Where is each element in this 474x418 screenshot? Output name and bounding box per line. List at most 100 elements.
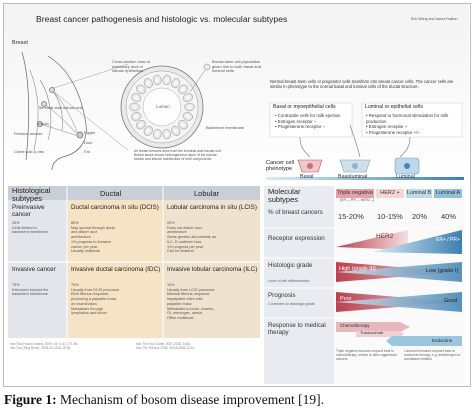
- zoom-connector: [53, 63, 129, 151]
- er-pr-label: ER+ / PR+: [436, 237, 460, 243]
- row-label-prognosis: Prognosis: [268, 292, 296, 299]
- phenotype-cells: [297, 157, 420, 175]
- duct-epithelial-cell: [143, 125, 153, 136]
- basal-line-1: • Contractile cells for milk ejection: [275, 113, 341, 118]
- duct-label: Duct: [84, 140, 93, 145]
- duct-epithelial-cell: [162, 128, 172, 140]
- histology-header-bg: [8, 186, 260, 200]
- duct-epithelial-cell: [171, 125, 181, 136]
- phenotype-basoluminal: Basoluminal: [338, 174, 368, 180]
- duct-epithelial-cell: [171, 78, 181, 89]
- pectoral-muscle-label: Pectoral muscle: [14, 131, 43, 136]
- lobular-col-bg: [163, 200, 260, 338]
- lobular-column-header: Lobular: [194, 189, 220, 198]
- invasive-label: Invasive cancer: [12, 266, 56, 273]
- phenotype-luminal: Luminal: [396, 174, 415, 180]
- duct-epithelial-cell: [182, 112, 193, 121]
- row-note-grade: Level of cell differentiation: [268, 279, 310, 283]
- grade-high-label: High (grade III): [339, 266, 376, 272]
- er-pr-wedge: [372, 230, 462, 254]
- nipple-label: Nipple: [84, 130, 96, 135]
- row-label-receptor: Receptor expression: [268, 235, 325, 242]
- lcis-title: Lobular carcinoma in situ (LCIS): [167, 204, 257, 211]
- histology-label-col-bg: [8, 200, 67, 338]
- duct-epithelial-cell: [131, 93, 142, 102]
- triple-negative-sub: (ER –, PR –, HER2 –): [340, 198, 375, 202]
- duct-epithelial-cell: [152, 128, 162, 140]
- prognosis-good-wedge: [336, 292, 462, 312]
- pct-her2: 10-15%: [377, 212, 403, 221]
- row-label-percent: % of breast cancers: [268, 209, 323, 216]
- grade-low-wedge: [336, 262, 462, 282]
- luminal-line-3: • Progesterone receptor +/–: [366, 129, 420, 135]
- cross-section-note: Cross-section view of mammary duct or lo…: [112, 59, 151, 74]
- duct-epithelial-cell: [184, 102, 195, 112]
- chest-wall-label: Chest wall & ribs: [14, 149, 44, 154]
- therapy-endocrine: Endocrine: [432, 338, 453, 343]
- duct-epithelial-cell: [136, 120, 146, 130]
- dcis-details: 80% May spread through ducts and distort…: [71, 221, 115, 254]
- luminal-box-bg: [361, 102, 463, 138]
- ductal-column-header: Ductal: [100, 189, 122, 198]
- duct-epithelial-cell: [129, 102, 140, 112]
- figure-caption: Figure 1: Mechanism of bosom disease imp…: [4, 392, 324, 408]
- breast-label: Breast: [12, 40, 28, 46]
- duct-epithelial-cell: [162, 74, 172, 86]
- duct-epithelial-cell: [136, 84, 146, 94]
- basal-box-lines: • Contractile cells for milk ejection • …: [275, 113, 355, 130]
- her2-label: HER2: [376, 233, 394, 240]
- duct-epithelial-cell: [152, 74, 162, 86]
- preinvasive-label: Preinvasive cancer: [12, 204, 45, 218]
- luminal-line-1: • Respond to hormonal stimulation for mi…: [366, 113, 449, 124]
- idc-title: Invasive ductal carcinoma (IDC): [71, 266, 161, 273]
- stem-cell-transform-note: Normal breast stem cells or progenitor c…: [270, 79, 454, 89]
- endocrine-bar: [386, 336, 462, 346]
- her2-wedge: [336, 230, 408, 250]
- ilc-details: 15% Usually from LCIS precursor Minimal …: [167, 283, 215, 321]
- molecular-footnote-left: Triple negative tumours respond best to …: [336, 349, 397, 361]
- idc-details: 75% Usually from DCIS precursor Elicit f…: [71, 283, 120, 316]
- terminal-duct-label: Terminal duct lobular unit: [38, 105, 83, 110]
- subtype-tab-her2: HER2 +: [376, 189, 404, 198]
- duct-epithelial-cell: [143, 78, 153, 89]
- row-label-therapy: Response to medical therapy: [268, 322, 326, 336]
- subtype-tab-luminal-a: Luminal A: [434, 189, 462, 198]
- phenotype-strip: [266, 177, 464, 180]
- cell-phenotype-label: Cancer cell phenotype: [266, 160, 294, 173]
- duct-epithelial-cell: [178, 84, 188, 94]
- ilc-title: Invasive lobular carcinoma (ILC): [167, 266, 258, 273]
- luminal-box-lines: • Respond to hormonal stimulation for mi…: [366, 113, 462, 135]
- molecular-label-col-bg: [264, 186, 334, 384]
- histology-header: Histological subtypes: [12, 186, 51, 204]
- caption-label: Figure 1:: [4, 392, 57, 407]
- histology-footnotes-left: Van Tina Foston-Vanna, 2009; 15; 4 (1): …: [10, 342, 79, 350]
- preinvasive-details: 25% Cells limited to basement membrane: [12, 221, 48, 235]
- histology-footnotes-right: Van The Fish Guest, 2007-2038; 15(4). Va…: [136, 342, 195, 350]
- basal-box-title: Basal or myoepithelial cells: [273, 104, 336, 110]
- row-note-prognosis: Correlates to histologic grade: [268, 302, 315, 306]
- basement-membrane-label: Basement membrane: [206, 125, 245, 130]
- lumen-label: Lumen: [156, 104, 170, 109]
- pct-triple-negative: 15-20%: [338, 212, 364, 221]
- basal-line-2: • Estrogen receptor –: [275, 118, 317, 124]
- row-label-grade: Histologic grade: [268, 262, 313, 269]
- trastuzumab-bar: [356, 331, 404, 337]
- invasive-details: 75% Extension beyond the basement membra…: [12, 283, 49, 297]
- duct-cross-section: [120, 65, 204, 149]
- duct-epithelial-cell: [182, 93, 193, 102]
- duct-epithelial-cell: [178, 120, 188, 130]
- molecular-header: Molecular subtypes: [268, 187, 301, 205]
- phenotype-arrows: [299, 124, 411, 158]
- therapy-chemotherapy: Chemotherapy: [340, 323, 370, 328]
- figure-title: Breast cancer pathogenesis and histologi…: [36, 14, 288, 24]
- stem-cell-note: Breast stem cell population given rise t…: [212, 59, 261, 74]
- stem-cell-pointer: [189, 63, 211, 93]
- subtype-tab-luminal-b: Luminal B: [406, 189, 432, 198]
- figure-authors: Eric Wong and Janna Railton: [411, 17, 458, 21]
- pct-luminal-a: 40%: [441, 212, 457, 221]
- ductal-col-bg: [67, 200, 163, 338]
- areola-label: Areola: [37, 121, 49, 126]
- basal-line-3: • Progesterone receptor –: [275, 124, 326, 129]
- luminal-box-title: Luminal or epithelial cells: [365, 104, 423, 110]
